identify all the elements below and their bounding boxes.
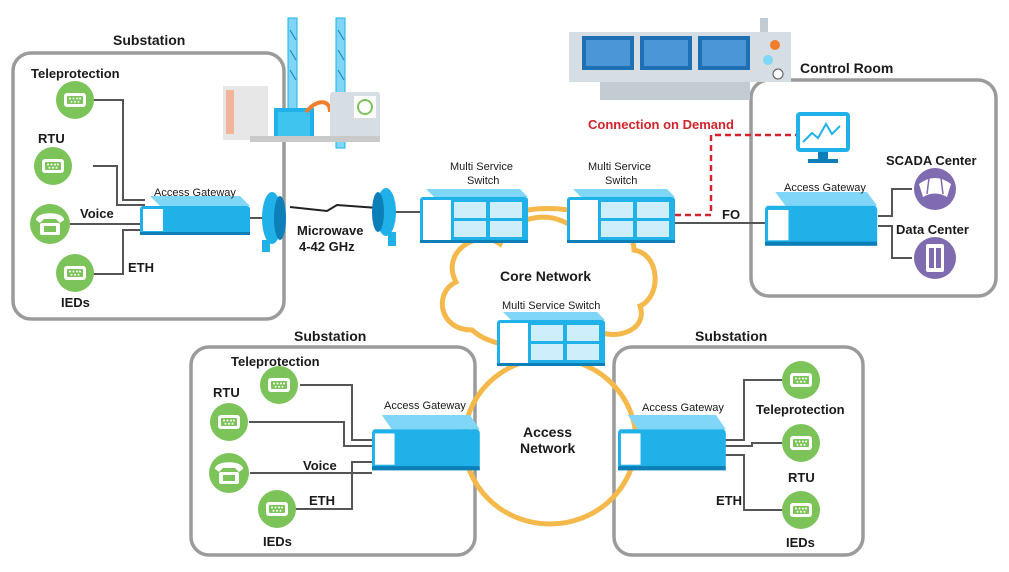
access-gateway-right[interactable] (618, 415, 726, 471)
access-network-label-2: Network (520, 440, 575, 456)
voice-label: Voice (80, 206, 114, 221)
ieds-label-left: IEDs (263, 534, 292, 549)
eth-label-left: ETH (309, 493, 335, 508)
teleprotection-icon (782, 361, 820, 399)
microwave-label: Microwave (297, 223, 363, 238)
switch-2-label: Multi Service (588, 161, 651, 173)
rtu-icon (34, 147, 72, 185)
scada-center-icon (914, 168, 956, 210)
microwave-dish-left (262, 192, 286, 252)
core-network-label: Core Network (500, 268, 591, 284)
switch-core-label: Multi Service Switch (502, 300, 600, 312)
ieds-icon (56, 254, 94, 292)
teleprotection-icon (260, 366, 298, 404)
control-room-title: Control Room (800, 60, 893, 76)
teleprotection-icon (56, 81, 94, 119)
substation-main-title: Substation (113, 32, 185, 48)
voice-label-left: Voice (303, 458, 337, 473)
microwave-dish-right (372, 188, 396, 246)
left-gateway-label: Access Gateway (384, 400, 466, 412)
substation-right-box (612, 345, 865, 557)
microwave-link (289, 203, 379, 213)
rtu-icon (210, 403, 248, 441)
multi-service-switch-1[interactable] (420, 189, 528, 243)
teleprotection-label-right: Teleprotection (756, 402, 845, 417)
substation-main-box (11, 51, 286, 321)
ieds-label: IEDs (61, 295, 90, 310)
teleprotection-label-left: Teleprotection (231, 354, 320, 369)
connection-on-demand-line (675, 133, 798, 217)
scada-center-label: SCADA Center (886, 153, 977, 168)
control-room-box (749, 78, 998, 298)
monitor-icon (796, 112, 850, 163)
ieds-label-right: IEDs (786, 535, 815, 550)
access-gateway-left[interactable] (372, 415, 480, 471)
substation-right-title: Substation (695, 328, 767, 344)
fo-label: FO (722, 207, 740, 222)
connection-on-demand-label: Connection on Demand (588, 117, 734, 132)
phone-icon (209, 453, 249, 493)
control-room-gateway-label: Access Gateway (784, 182, 866, 194)
switch-1-label-2: Switch (467, 175, 499, 187)
microwave-band-label: 4-42 GHz (299, 239, 355, 254)
access-gateway-label: Access Gateway (154, 187, 236, 199)
multi-service-switch-2[interactable] (567, 189, 675, 243)
phone-icon (30, 204, 70, 244)
rtu-icon (782, 424, 820, 462)
eth-label: ETH (128, 260, 154, 275)
multi-service-switch-core[interactable] (497, 312, 605, 366)
control-console-illustration (569, 18, 791, 100)
access-gateway-control-room[interactable] (765, 192, 878, 246)
substation-left-title: Substation (294, 328, 366, 344)
ieds-icon (782, 491, 820, 529)
power-plant-illustration (223, 17, 380, 149)
data-center-label: Data Center (896, 222, 969, 237)
access-network-label: Access (523, 424, 572, 440)
switch-2-label-2: Switch (605, 175, 637, 187)
rtu-label: RTU (38, 131, 65, 146)
right-gateway-label: Access Gateway (642, 402, 724, 414)
rtu-label-right: RTU (788, 470, 815, 485)
rtu-label-left: RTU (213, 385, 240, 400)
access-gateway-main[interactable] (140, 196, 250, 235)
teleprotection-label: Teleprotection (31, 66, 120, 81)
eth-label-right: ETH (716, 493, 742, 508)
ieds-icon (258, 490, 296, 528)
connection-lines (70, 99, 912, 511)
switch-1-label: Multi Service (450, 161, 513, 173)
data-center-icon (914, 237, 956, 279)
